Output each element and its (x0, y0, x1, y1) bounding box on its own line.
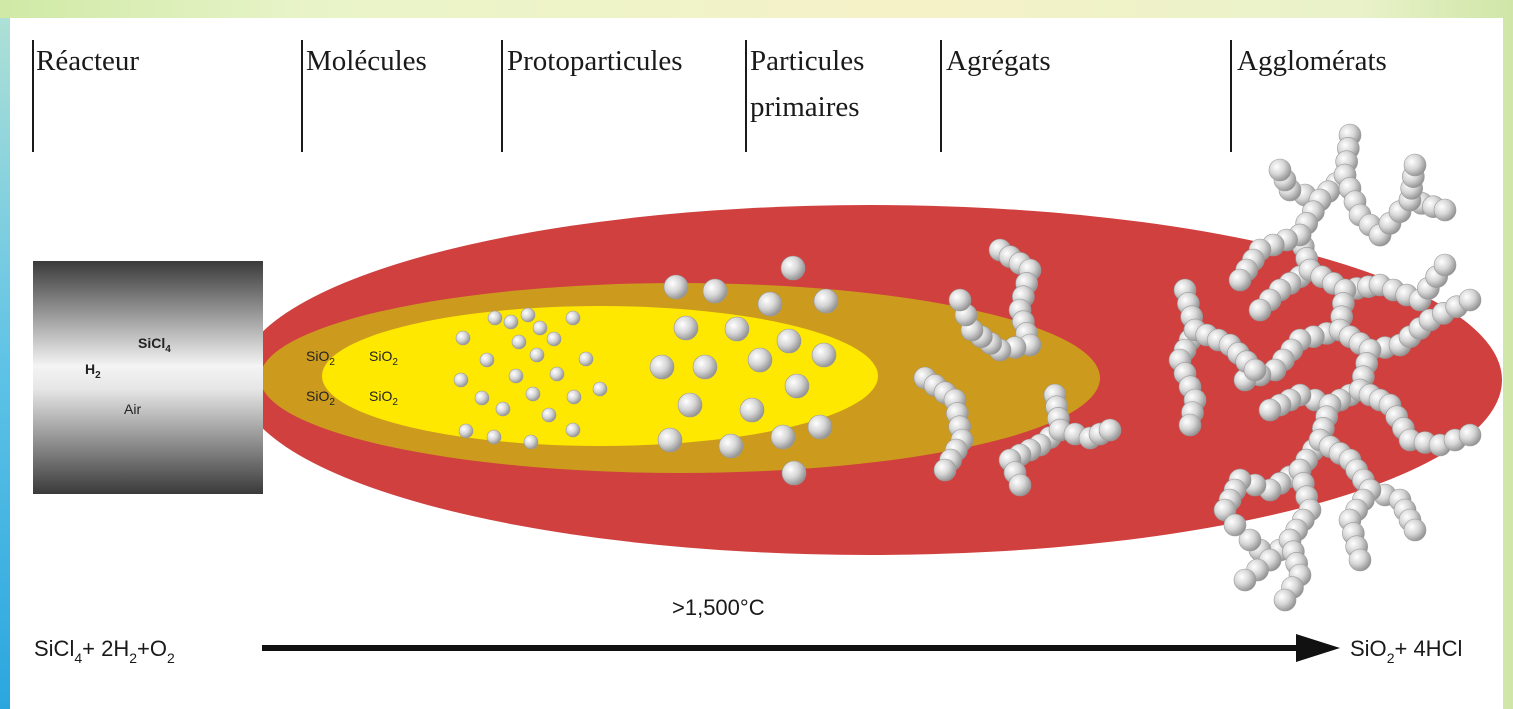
primary-particle (771, 425, 795, 449)
primary-particle (658, 428, 682, 452)
stage-label-particules: Particules (750, 45, 864, 77)
agglomerate-particle (1349, 549, 1371, 571)
agglomerate-particle (1404, 154, 1426, 176)
reactor: H2 SiCl4 Air (33, 261, 263, 494)
arrow-head (1296, 634, 1340, 662)
stage-label-agregats: Agrégats (946, 45, 1051, 77)
agglomerate-particle (1234, 569, 1256, 591)
protoparticle (496, 402, 510, 416)
primary-particle (703, 279, 727, 303)
primary-particle (719, 434, 743, 458)
primary-particle (777, 329, 801, 353)
primary-particle (740, 398, 764, 422)
primary-particle (812, 343, 836, 367)
protoparticle (475, 391, 489, 405)
reaction-arrow (262, 634, 1340, 662)
protoparticle (566, 423, 580, 437)
agglomerate-particle (1244, 359, 1266, 381)
protoparticle (526, 387, 540, 401)
primary-particle (808, 415, 832, 439)
protoparticle (509, 369, 523, 383)
primary-particle (748, 348, 772, 372)
protoparticle (488, 311, 502, 325)
agglomerate-particle (1179, 414, 1201, 436)
protoparticle (512, 335, 526, 349)
protoparticle (487, 430, 501, 444)
primary-particle (650, 355, 674, 379)
primary-particle (781, 256, 805, 280)
protoparticle (521, 308, 535, 322)
stage-label-molecules: Molécules (306, 45, 427, 77)
agglomerate-particle (1459, 424, 1481, 446)
primary-particle (725, 317, 749, 341)
protoparticle (566, 311, 580, 325)
agglomerate-particle (1274, 589, 1296, 611)
reactor-cylinder (33, 261, 263, 494)
agglomerate-particle (1434, 199, 1456, 221)
agglomerate-particle (1249, 299, 1271, 321)
protoparticle (459, 424, 473, 438)
agglomerate-particle (1259, 399, 1281, 421)
aggregate-particle (949, 289, 971, 311)
agglomerate-particle (1229, 269, 1251, 291)
aggregate-particle (1099, 419, 1121, 441)
aggregate-particle (1009, 474, 1031, 496)
protoparticle (547, 332, 561, 346)
protoparticle (579, 352, 593, 366)
primary-particle (785, 374, 809, 398)
primary-particle (674, 316, 698, 340)
agglomerate-particle (1224, 514, 1246, 536)
primary-particle (782, 461, 806, 485)
primary-particle (664, 275, 688, 299)
protoparticle (533, 321, 547, 335)
stage-label-reacteur: Réacteur (36, 45, 139, 77)
temperature-label: >1,500°C (672, 595, 765, 620)
equation-reactants: SiCl4+ 2H2+O2 (34, 636, 175, 666)
agglomerate-particle (1459, 289, 1481, 311)
protoparticle (542, 408, 556, 422)
stage-label-primaires: primaires (750, 91, 860, 123)
primary-particle (758, 292, 782, 316)
reactor-air-label: Air (124, 401, 141, 417)
protoparticle (504, 315, 518, 329)
equation-products: SiO2+ 4HCl (1350, 636, 1462, 666)
agglomerate-particle (1269, 159, 1291, 181)
protoparticle (567, 390, 581, 404)
stage-labels: Réacteur Molécules Protoparticules Parti… (36, 45, 1387, 123)
protoparticle (530, 348, 544, 362)
primary-particle (678, 393, 702, 417)
protoparticle (550, 367, 564, 381)
stage-label-agglomerats: Agglomérats (1237, 45, 1387, 77)
protoparticle (456, 331, 470, 345)
primary-particle (693, 355, 717, 379)
protoparticle (480, 353, 494, 367)
aggregate-particle (934, 459, 956, 481)
protoparticle (524, 435, 538, 449)
protoparticle (454, 373, 468, 387)
primary-particle (814, 289, 838, 313)
stage-label-protoparticules: Protoparticules (507, 45, 683, 77)
protoparticle (593, 382, 607, 396)
agglomerate-particle (1404, 519, 1426, 541)
agglomerate-particle (1434, 254, 1456, 276)
